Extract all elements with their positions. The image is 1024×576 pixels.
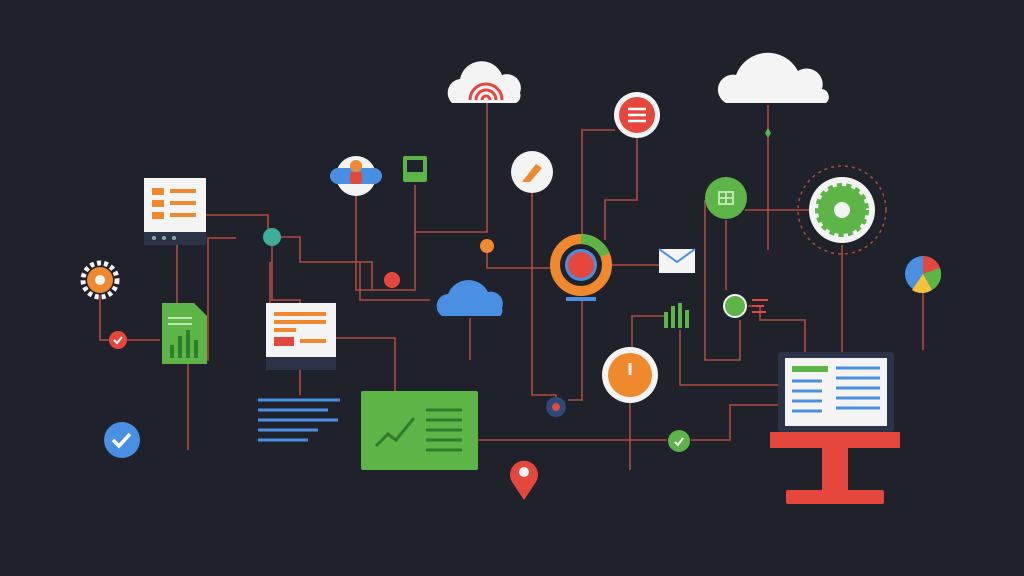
envelope-icon bbox=[658, 248, 696, 273]
menu-circle-icon bbox=[614, 92, 660, 138]
bar-chart-icon bbox=[664, 303, 689, 328]
gauge-icon bbox=[602, 347, 658, 403]
verified-badge-icon bbox=[104, 422, 140, 458]
lock-icon bbox=[384, 272, 400, 288]
chart-panel-icon bbox=[361, 391, 478, 470]
donut-chart-icon bbox=[550, 234, 612, 301]
gear-icon bbox=[80, 260, 120, 300]
document-panel-icon bbox=[144, 178, 206, 245]
avatar-cloud-icon bbox=[330, 156, 382, 196]
location-pin-icon bbox=[510, 460, 539, 500]
blue-cloud-icon bbox=[436, 280, 503, 316]
text-lines-icon bbox=[258, 398, 340, 442]
desktop-monitor-icon bbox=[770, 352, 900, 504]
report-panel-icon bbox=[266, 303, 336, 370]
bug-icon bbox=[546, 397, 566, 417]
sync-dot-icon bbox=[263, 228, 281, 246]
gear-target-icon bbox=[797, 165, 887, 255]
grid-circle-icon bbox=[705, 177, 747, 219]
small-leaf-circle-icon bbox=[723, 294, 768, 318]
pie-chart-icon bbox=[905, 255, 942, 294]
orange-badge-icon bbox=[511, 151, 553, 193]
check-circle-icon bbox=[109, 331, 127, 349]
cloud-icon bbox=[717, 52, 829, 138]
orange-dot-icon bbox=[480, 239, 494, 253]
monitor-small-icon bbox=[403, 156, 427, 182]
green-check-dot-icon bbox=[668, 430, 690, 452]
fingerprint-cloud-icon bbox=[447, 61, 521, 103]
spreadsheet-icon bbox=[162, 303, 207, 364]
